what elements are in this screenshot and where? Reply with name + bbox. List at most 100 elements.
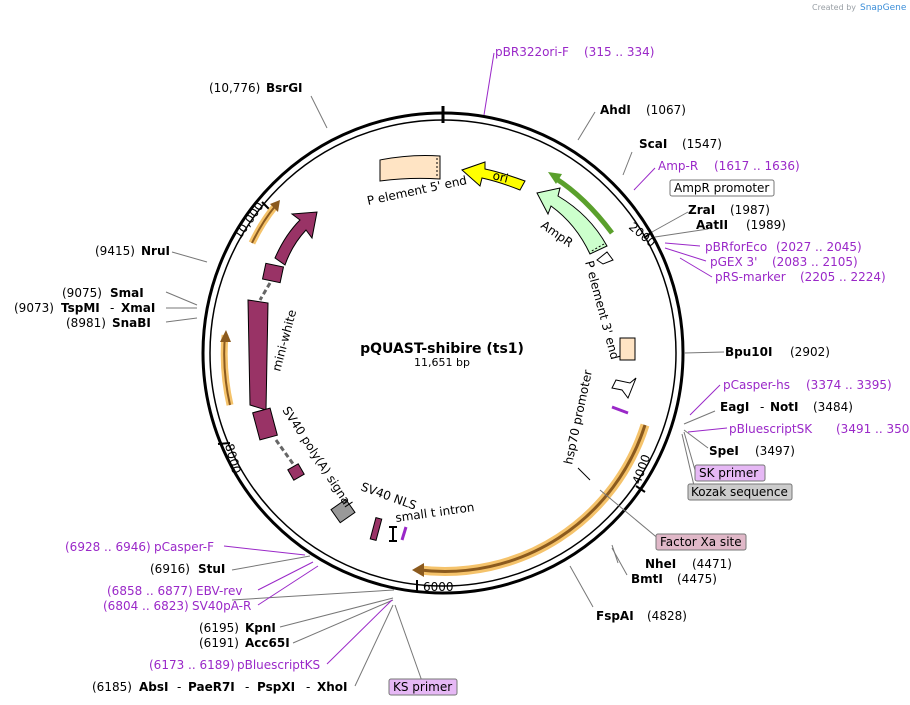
primer-pbluescriptsk-name: pBluescriptSK <box>729 422 813 436</box>
miniwhite-exon-1 <box>261 262 285 284</box>
ampr-promoter-box <box>669 179 775 197</box>
sv40-nls-label: SV40 NLS <box>359 480 418 513</box>
sk-primer-box-label: SK primer <box>699 466 758 480</box>
site-acc65i-name: Acc65I <box>245 636 290 650</box>
site-ahdi-name: AhdI <box>600 103 631 117</box>
site-xmai-name: XmaI <box>121 301 155 315</box>
sv40-polya-feature <box>330 498 356 524</box>
site-kpni-name: KpnI <box>245 621 276 635</box>
ampr-cds-highlight <box>553 175 614 235</box>
site-bmti-pos: (4475) <box>677 572 717 586</box>
site-kpni-pos: (6195) <box>199 621 239 635</box>
site-spei-pos: (3497) <box>755 444 795 458</box>
credit-text: Created by <box>812 3 856 12</box>
shibire-cds-arrowhead <box>412 563 424 577</box>
tick-2000-mark <box>643 231 653 239</box>
primer-prsmarker-name: pRS-marker <box>715 270 786 284</box>
site-tspmi-sep: - <box>110 301 114 315</box>
site-tspmi-pos: (9073) <box>14 301 54 315</box>
site-stui-pos: (6916) <box>150 562 190 576</box>
orf-arrowhead-top <box>270 200 280 212</box>
site-noti-name: NotI <box>770 400 799 414</box>
small-t-intron-primer-mark <box>400 526 408 541</box>
ampr-hatch <box>589 243 605 253</box>
sk-primer-box <box>694 464 766 482</box>
site-scai-name: ScaI <box>639 137 667 151</box>
kozak-box-label: Kozak sequence <box>691 485 788 499</box>
p-element-3-end-feature <box>619 337 636 361</box>
primer-ebvrev-range: (6858 .. 6877) <box>107 584 193 598</box>
site-nhei-pos: (4471) <box>692 557 732 571</box>
factor-xa-box-label: Factor Xa site <box>660 535 742 549</box>
site-fspai-pos: (4828) <box>647 609 687 623</box>
small-t-intron-feature <box>389 526 397 542</box>
primer-ampr-range: (1617 .. 1636) <box>714 159 800 173</box>
site-bmti-name: BmtI <box>631 572 663 586</box>
site-acc65i-pos: (6191) <box>199 636 239 650</box>
ampr-promoter-box-label: AmpR promoter <box>674 181 769 195</box>
site-absi-sep1: - <box>177 680 181 694</box>
ori-label: ori <box>491 168 510 185</box>
primer-pbr322-name: pBR322ori-F <box>495 45 569 59</box>
primer-ampr-name: Amp-R <box>658 159 698 173</box>
primer-pcasperhs-name: pCasper-hs <box>723 378 790 392</box>
tick-4000-mark <box>635 485 646 493</box>
tick-6000: 6000 <box>423 580 454 594</box>
site-absi-pos: (6185) <box>92 680 132 694</box>
ampr-promoter-feature <box>596 251 614 265</box>
shibire-cds-arrow <box>419 424 647 573</box>
hsp70-small-mark <box>611 405 629 415</box>
site-paer7i-name: PaeR7I <box>188 680 235 694</box>
site-nrui-pos: (9415) <box>95 244 135 258</box>
hsp70-promoter-feature <box>611 377 637 400</box>
primer-sv40par-name: SV40pA-R <box>192 599 251 613</box>
miniwhite-intron-2 <box>274 439 298 469</box>
ks-primer-box <box>388 678 458 696</box>
site-tspmi-name: TspMI <box>61 301 100 315</box>
hsp70-promoter-label: hsp70 promoter <box>561 369 595 466</box>
primer-pgex3-range: (2083 .. 2105) <box>772 255 858 269</box>
miniwhite-exon-3 <box>252 407 278 441</box>
ks-primer-box-label: KS primer <box>393 680 452 694</box>
site-stui-name: StuI <box>198 562 225 576</box>
site-fspai-name: FspAI <box>596 609 634 623</box>
site-scai-pos: (1547) <box>682 137 722 151</box>
site-zrai-pos: (1987) <box>730 203 770 217</box>
shibire-cds-highlight <box>419 423 650 576</box>
miniwhite-exon-2 <box>247 299 269 411</box>
miniwhite-intron-1 <box>258 282 272 301</box>
primer-pbluescriptks-range: (6173 .. 6189) <box>149 658 235 672</box>
primer-pbluescriptsk-range: (3491 .. 3507) <box>836 422 910 436</box>
site-snabi-name: SnaBI <box>112 316 151 330</box>
site-snabi-pos: (8981) <box>66 316 106 330</box>
site-pspxi-name: PspXI <box>257 680 295 694</box>
plasmid-length: 11,651 bp <box>414 356 470 369</box>
primer-pbrforeco-range: (2027 .. 2045) <box>776 240 862 254</box>
primer-pcasperhs-range: (3374 .. 3395) <box>806 378 892 392</box>
site-eagi-sep: - <box>760 400 764 414</box>
sv40-nls-feature <box>369 516 383 542</box>
site-smai-name: SmaI <box>110 286 144 300</box>
connector-lines <box>165 95 725 687</box>
primer-pgex3-name: pGEX 3' <box>710 255 757 269</box>
miniwhite-label: mini-white <box>269 308 299 373</box>
site-ahdi-pos: (1067) <box>646 103 686 117</box>
site-aatii-pos: (1989) <box>746 218 786 232</box>
site-nrui-name: NruI <box>141 244 170 258</box>
primer-pbrforeco-name: pBRforEco <box>705 240 767 254</box>
primer-pcasperf-range: (6928 .. 6946) <box>65 540 151 554</box>
plasmid-name: pQUAST-shibire (ts1) <box>360 341 524 357</box>
primer-sv40par-range: (6804 .. 6823) <box>103 599 189 613</box>
site-nhei-name: NheI <box>645 557 676 571</box>
site-eagi-pos: (3484) <box>813 400 853 414</box>
ampr-cds-arrowhead <box>548 172 562 184</box>
site-xhoi-name: XhoI <box>317 680 348 694</box>
site-eagi-name: EagI <box>720 400 749 414</box>
primer-connector-lines <box>223 52 728 665</box>
tick-2000: 2000 <box>626 220 658 250</box>
site-zrai-name: ZraI <box>688 203 715 217</box>
site-spei-name: SpeI <box>709 444 739 458</box>
ampr-feature <box>536 187 608 255</box>
site-absi-sep3: - <box>306 680 310 694</box>
